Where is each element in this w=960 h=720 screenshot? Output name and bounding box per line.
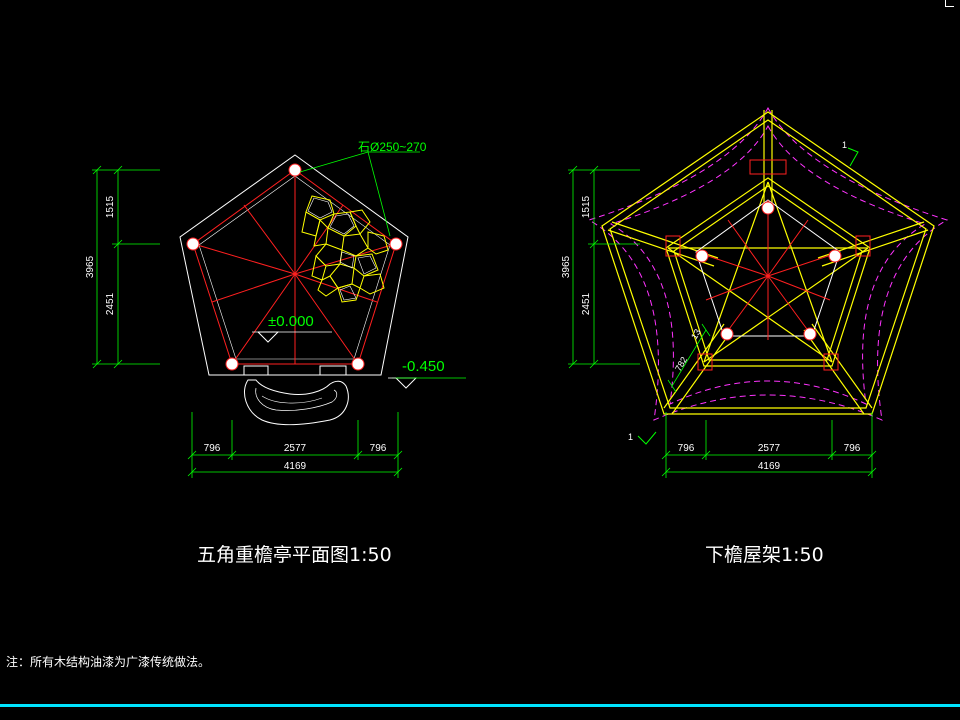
- left-plan-drawing: 1515 2451 3965 796 2577 796 4169 石Ø250~2…: [85, 140, 466, 478]
- left-dim-2451: 2451: [105, 292, 116, 315]
- right-plan-drawing: 782 13 1 1: [561, 106, 949, 478]
- right-vertical-dims: [568, 165, 640, 369]
- right-dim-782: 782: [673, 355, 689, 373]
- right-dim-2451: 2451: [581, 292, 592, 315]
- level-floor-text: ±0.000: [268, 313, 314, 330]
- left-radial-lines: [193, 172, 396, 365]
- left-vertical-dims: [92, 165, 160, 369]
- column-right: [389, 237, 403, 251]
- left-horizontal-dims: [187, 412, 403, 478]
- level-marker-ground: [395, 377, 418, 389]
- eave-outline-inner: [609, 124, 927, 405]
- right-dim-4169: 4169: [758, 461, 781, 472]
- level-marker-floor: [257, 331, 280, 343]
- left-dim-1515: 1515: [105, 195, 116, 218]
- right-dim-2577: 2577: [758, 443, 781, 454]
- cyan-divider-line: [0, 704, 960, 707]
- right-dim-13: 13: [689, 327, 703, 341]
- column-top: [288, 163, 302, 177]
- stone-label-leaders: [299, 151, 420, 237]
- left-entrance-step: [243, 365, 347, 376]
- right-plan-title: 下檐屋架1:50: [705, 544, 824, 566]
- left-dim-796-b: 796: [370, 443, 387, 454]
- right-dim-796-a: 796: [678, 443, 695, 454]
- section-mark-bottom: [637, 431, 657, 445]
- left-stone-paving-white: [307, 197, 377, 301]
- left-plan-title: 五角重檐亭平面图1:50: [197, 544, 392, 566]
- left-outer-pentagon: [179, 154, 409, 376]
- column-left: [186, 237, 200, 251]
- eave-outline-outer: [587, 106, 949, 421]
- section-mark-bottom-label: 1: [628, 432, 633, 442]
- right-radial-lines: [695, 200, 841, 340]
- right-dim-3965: 3965: [561, 255, 572, 278]
- general-note: 注：所有木结构油漆为广漆传统做法。: [6, 655, 211, 669]
- column-bottom-left: [225, 357, 239, 371]
- stone-label: 石Ø250~270: [358, 140, 427, 154]
- left-stone-paving: [301, 195, 389, 303]
- right-dim-796-b: 796: [844, 443, 861, 454]
- left-dim-3965: 3965: [85, 255, 96, 278]
- level-ground-text: -0.450: [402, 358, 445, 375]
- section-mark-top-label: 1: [842, 140, 847, 150]
- left-dim-2577: 2577: [284, 443, 307, 454]
- left-dim-796-a: 796: [204, 443, 221, 454]
- roof-beams: [601, 110, 935, 415]
- left-stepping-path: [244, 379, 349, 426]
- section-mark-top: [847, 147, 859, 167]
- column-bottom-right: [351, 357, 365, 371]
- left-columns: [186, 163, 403, 371]
- right-small-dim: [667, 323, 711, 393]
- left-dim-4169: 4169: [284, 461, 307, 472]
- right-dim-1515: 1515: [581, 195, 592, 218]
- right-horizontal-dims: [661, 412, 877, 478]
- right-columns: [695, 201, 842, 341]
- corner-mark: [945, 0, 954, 7]
